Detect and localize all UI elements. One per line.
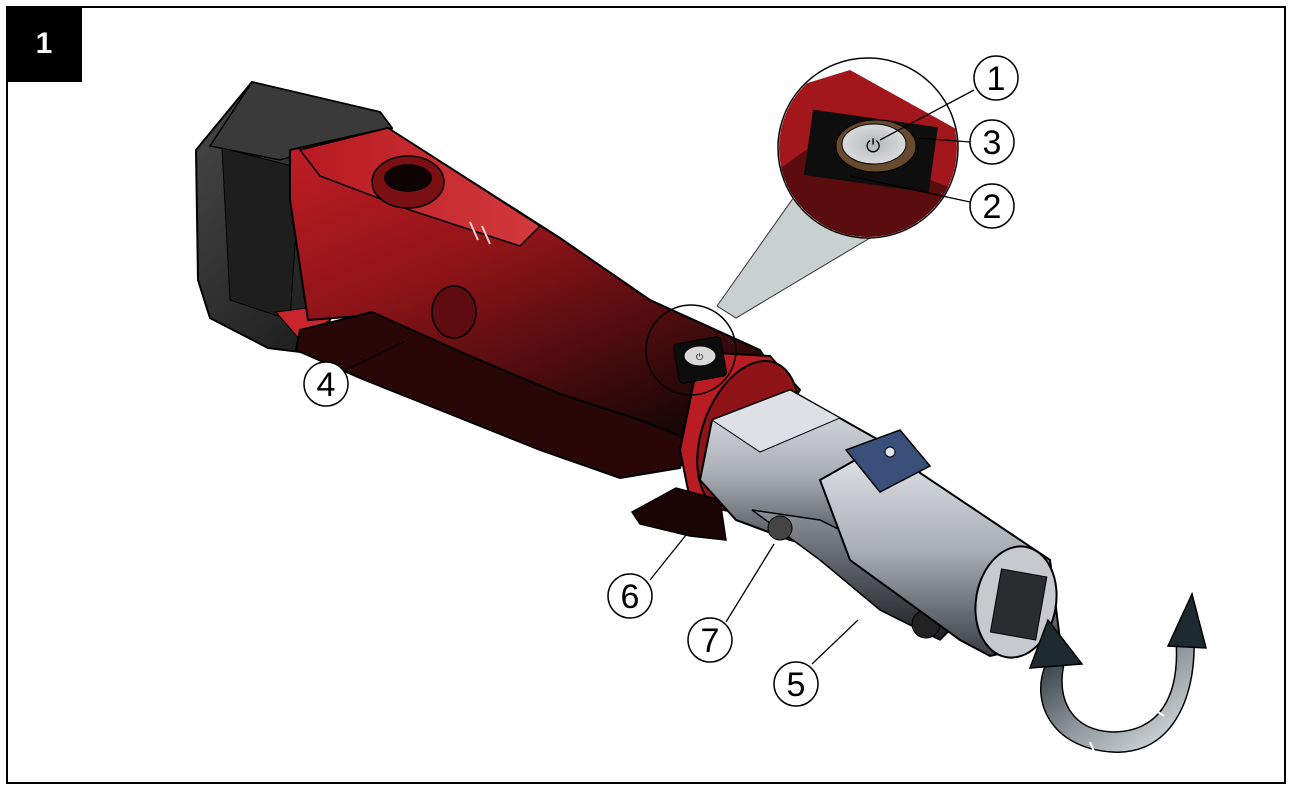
callout-label: 6 (621, 578, 640, 616)
callout-6: 6 (607, 573, 653, 619)
callout-label: 4 (317, 366, 336, 404)
callout-label: 2 (983, 188, 1002, 226)
callout-4: 4 (303, 361, 349, 407)
rotation-arrow (1028, 591, 1207, 757)
callout-7: 7 (687, 617, 733, 663)
leader-line-3 (917, 137, 971, 143)
callout-label: 5 (787, 666, 806, 704)
trigger (630, 487, 727, 541)
leader-line-4 (345, 341, 405, 371)
callout-label: 3 (983, 124, 1002, 162)
detail-highlight-circle (645, 304, 737, 396)
leader-line-2 (849, 175, 971, 203)
leader-line-6 (649, 529, 691, 581)
power-button: ⏻ (673, 336, 727, 384)
figure-number-badge: 1 (6, 6, 82, 82)
handle-grip (294, 310, 692, 480)
callout-5: 5 (773, 661, 819, 707)
callout-3: 3 (969, 119, 1015, 165)
leader-line-7 (725, 543, 775, 623)
power-symbol-icon: ⏻ (696, 352, 703, 362)
callout-label: 1 (987, 60, 1006, 98)
callout-1: 1 (973, 55, 1019, 101)
power-symbol-icon: ⏻ (866, 136, 880, 156)
main-housing (289, 126, 792, 462)
callout-2: 2 (969, 183, 1015, 229)
press-jaw-head (818, 429, 1062, 659)
leader-line-1 (879, 89, 975, 141)
leader-line-5 (811, 619, 859, 665)
zoom-inset: ⏻ (777, 57, 959, 239)
callout-label: 7 (701, 622, 720, 660)
